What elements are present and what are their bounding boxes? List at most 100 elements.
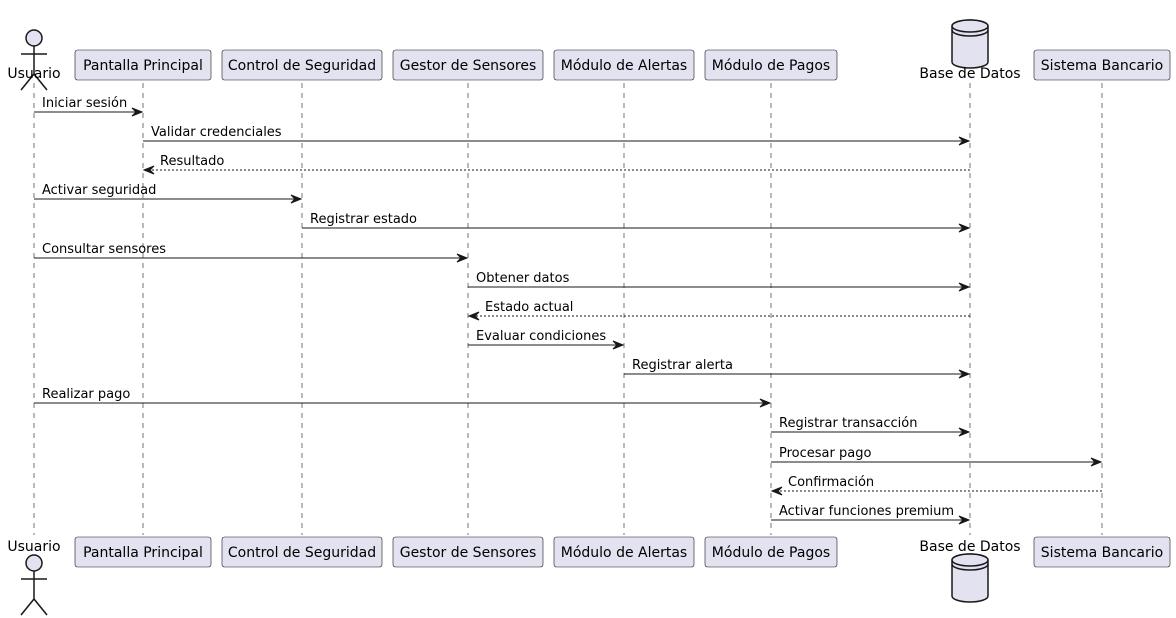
- database-bd: [951, 19, 989, 69]
- message-10: Registrar alerta: [624, 358, 971, 379]
- participant-label: Usuario: [7, 66, 60, 82]
- participant-control: Control de Seguridad: [221, 536, 383, 568]
- message-label: Iniciar sesión: [42, 96, 127, 111]
- participant-label: Módulo de Alertas: [561, 58, 687, 74]
- database-icon-top: [951, 19, 989, 33]
- message-4: Activar seguridad: [34, 183, 303, 204]
- participant-box: [221, 536, 383, 568]
- participant-label: Usuario: [7, 539, 60, 555]
- participant-control: Control de Seguridad: [221, 49, 383, 81]
- participant-label: Base de Datos: [919, 66, 1020, 82]
- message-12: Registrar transacción: [771, 416, 971, 437]
- arrowhead-icon: [958, 223, 971, 233]
- participant-box: [1033, 536, 1171, 568]
- message-label: Activar seguridad: [42, 183, 156, 198]
- participant-box: [74, 49, 212, 81]
- participant-pantalla: Pantalla Principal: [74, 536, 212, 568]
- message-15: Activar funciones premium: [771, 504, 971, 525]
- participant-label: Sistema Bancario: [1041, 58, 1163, 74]
- arrowhead-icon: [456, 253, 469, 263]
- arrowhead-icon: [467, 311, 480, 321]
- arrowhead-icon: [142, 165, 155, 175]
- arrowhead-icon: [612, 340, 625, 350]
- arrowhead-icon: [290, 194, 303, 204]
- arrowhead-icon: [131, 107, 144, 117]
- participant-banco: Sistema Bancario: [1033, 49, 1171, 81]
- actor-leg-left: [20, 73, 35, 91]
- message-label: Confirmación: [788, 475, 874, 490]
- participant-label: Sistema Bancario: [1041, 545, 1163, 561]
- participant-label: Gestor de Sensores: [400, 545, 537, 561]
- message-label: Evaluar condiciones: [476, 329, 606, 344]
- message-label: Validar credenciales: [151, 125, 282, 140]
- message-14: Confirmación: [770, 475, 1102, 496]
- database-icon-ring: [951, 563, 989, 571]
- actor-leg-right: [33, 73, 48, 91]
- participant-label: Pantalla Principal: [83, 545, 203, 561]
- message-label: Procesar pago: [779, 446, 871, 461]
- actor-leg-right: [33, 598, 48, 616]
- message-label: Estado actual: [485, 300, 573, 315]
- message-label: Realizar pago: [42, 387, 130, 402]
- participant-label: Módulo de Pagos: [712, 545, 830, 561]
- message-11: Realizar pago: [34, 387, 772, 408]
- arrowhead-icon: [958, 369, 971, 379]
- arrowhead-icon: [958, 515, 971, 525]
- message-6: Consultar sensores: [34, 242, 469, 263]
- participant-alertas: Módulo de Alertas: [553, 49, 695, 81]
- participant-box: [392, 536, 544, 568]
- message-3: Resultado: [142, 154, 970, 175]
- message-2: Validar credenciales: [143, 125, 971, 146]
- participant-box: [553, 536, 695, 568]
- message-5: Registrar estado: [302, 212, 971, 233]
- actor-head: [25, 554, 43, 572]
- database-icon-ring: [951, 29, 989, 37]
- message-8: Estado actual: [467, 300, 970, 321]
- arrowhead-icon: [958, 282, 971, 292]
- message-label: Activar funciones premium: [779, 504, 954, 519]
- actor-usuario: Usuario: [7, 539, 61, 616]
- participant-label: Pantalla Principal: [83, 58, 203, 74]
- participant-box: [392, 49, 544, 81]
- participant-box: [221, 49, 383, 81]
- participant-alertas: Módulo de Alertas: [553, 536, 695, 568]
- participant-label: Control de Seguridad: [228, 545, 376, 561]
- participant-label: Gestor de Sensores: [400, 58, 537, 74]
- participant-box: [1033, 49, 1171, 81]
- participant-label: Base de Datos: [919, 539, 1020, 555]
- arrowhead-icon: [770, 486, 783, 496]
- participant-label: Módulo de Alertas: [561, 545, 687, 561]
- arrowhead-icon: [958, 427, 971, 437]
- arrowhead-icon: [759, 398, 772, 408]
- message-label: Obtener datos: [476, 271, 570, 286]
- participant-gestor: Gestor de Sensores: [392, 49, 544, 81]
- message-label: Consultar sensores: [42, 242, 166, 257]
- participant-box: [553, 49, 695, 81]
- participant-banco: Sistema Bancario: [1033, 536, 1171, 568]
- participant-gestor: Gestor de Sensores: [392, 536, 544, 568]
- participant-pantalla: Pantalla Principal: [74, 49, 212, 81]
- message-label: Registrar estado: [310, 212, 417, 227]
- participant-pagos: Módulo de Pagos: [704, 536, 838, 568]
- message-7: Obtener datos: [468, 271, 971, 292]
- participant-box: [74, 536, 212, 568]
- arrowhead-icon: [1090, 457, 1103, 467]
- actor-leg-left: [20, 598, 35, 616]
- message-13: Procesar pago: [771, 446, 1103, 467]
- participant-label: Control de Seguridad: [228, 58, 376, 74]
- actor-usuario: Usuario: [7, 29, 61, 91]
- message-label: Registrar alerta: [632, 358, 733, 373]
- message-label: Registrar transacción: [779, 416, 917, 431]
- message-9: Evaluar condiciones: [468, 329, 625, 350]
- participant-pagos: Módulo de Pagos: [704, 49, 838, 81]
- message-1: Iniciar sesión: [34, 96, 144, 117]
- actor-head: [25, 29, 43, 47]
- arrowhead-icon: [958, 136, 971, 146]
- database-bd: [951, 553, 989, 603]
- participant-label: Módulo de Pagos: [712, 58, 830, 74]
- database-icon-top: [951, 553, 989, 567]
- participants-bottom: Usuario Pantalla Principal Control de Segu…: [7, 536, 1171, 616]
- participant-box: [704, 536, 838, 568]
